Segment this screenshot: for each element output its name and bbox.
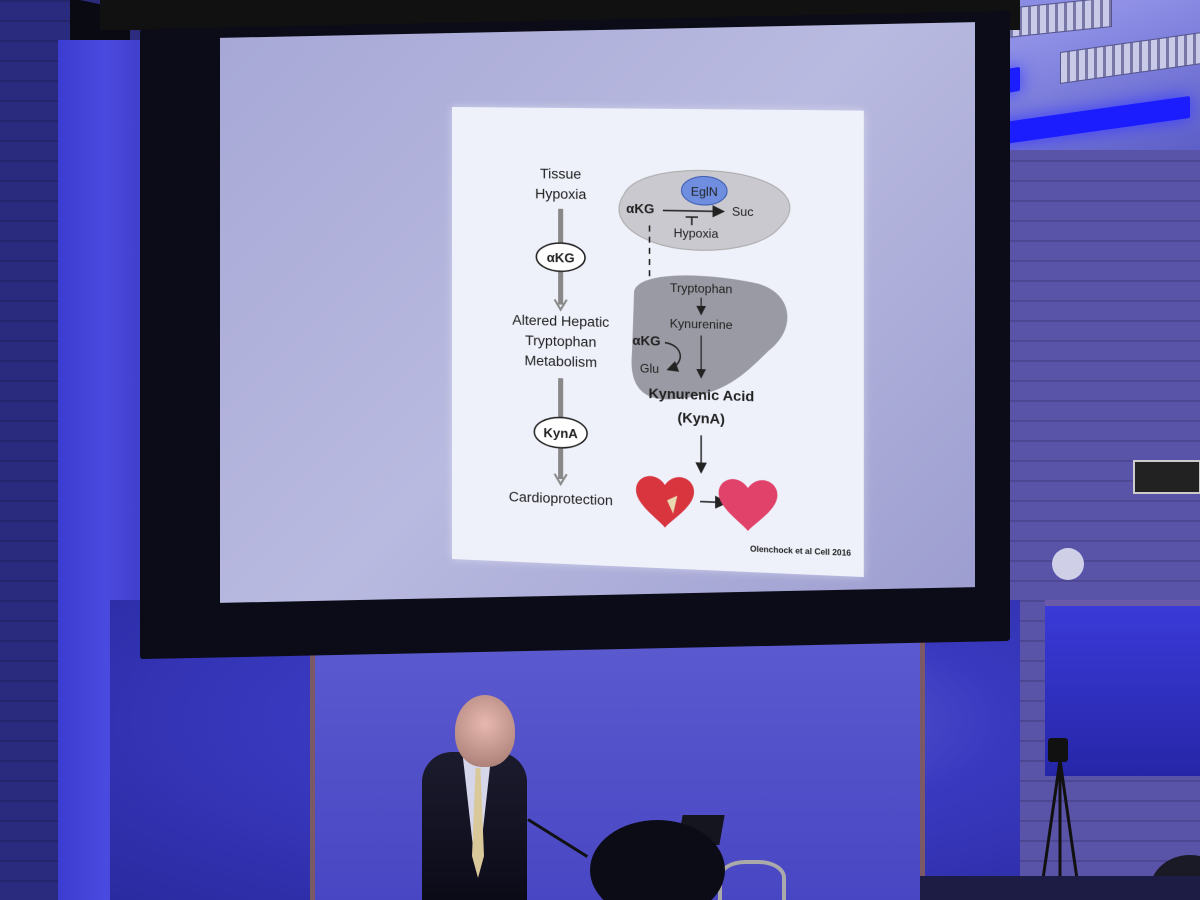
cell-substrate-label: αKG (626, 201, 654, 217)
podium-lamp (718, 860, 786, 900)
presenter-tie (472, 768, 484, 878)
floor (920, 876, 1200, 900)
protected-heart-icon (718, 478, 778, 533)
liver-kynurenine: Kynurenine (670, 316, 733, 332)
enzyme-label: EglN (691, 184, 718, 199)
cell-shape (619, 169, 790, 252)
node-kyna (534, 417, 587, 449)
ceiling-vent (1060, 32, 1200, 84)
node-akg (536, 243, 585, 272)
node-akg-label: αKG (547, 250, 575, 266)
cell-product-label: Suc (732, 204, 754, 219)
liver-tryptophan: Tryptophan (670, 281, 732, 297)
cell-reaction-arrow (663, 210, 722, 211)
liver-shape (631, 274, 788, 404)
right-lit-panel (1045, 600, 1200, 776)
wall-outlet-plate (1133, 460, 1200, 494)
liver-output-abbr: (KynA) (677, 409, 725, 427)
damaged-heart-icon (636, 475, 695, 529)
ceiling-light (990, 95, 1190, 147)
projected-slide: Tissue Hypoxia αKG Altered Hepatic Trypt… (452, 107, 864, 577)
presenter-head (455, 695, 515, 767)
wall-sensor (1052, 548, 1084, 580)
slide-citation: Olenchock et al Cell 2016 (750, 544, 852, 558)
flow-step-altered-hepatic: Altered Hepatic (512, 311, 609, 330)
slide-diagram: Tissue Hypoxia αKG Altered Hepatic Trypt… (452, 107, 864, 577)
camera (1048, 738, 1068, 762)
flow-step-tissue: Tissue (540, 165, 581, 182)
flow-step-hypoxia: Hypoxia (535, 185, 586, 202)
enzyme-blob (681, 176, 727, 205)
liver-side-substrate: αKG (632, 333, 660, 349)
audience-member-head (590, 820, 725, 900)
flow-step-tryptophan: Tryptophan (525, 332, 596, 350)
node-kyna-label: KynA (543, 425, 578, 441)
liver-side-product: Glu (640, 361, 659, 376)
flow-step-cardioprotection: Cardioprotection (509, 488, 613, 508)
cell-inhibitor-label: Hypoxia (674, 226, 719, 241)
flow-step-metabolism: Metabolism (524, 352, 597, 370)
liver-output: Kynurenic Acid (648, 385, 754, 405)
